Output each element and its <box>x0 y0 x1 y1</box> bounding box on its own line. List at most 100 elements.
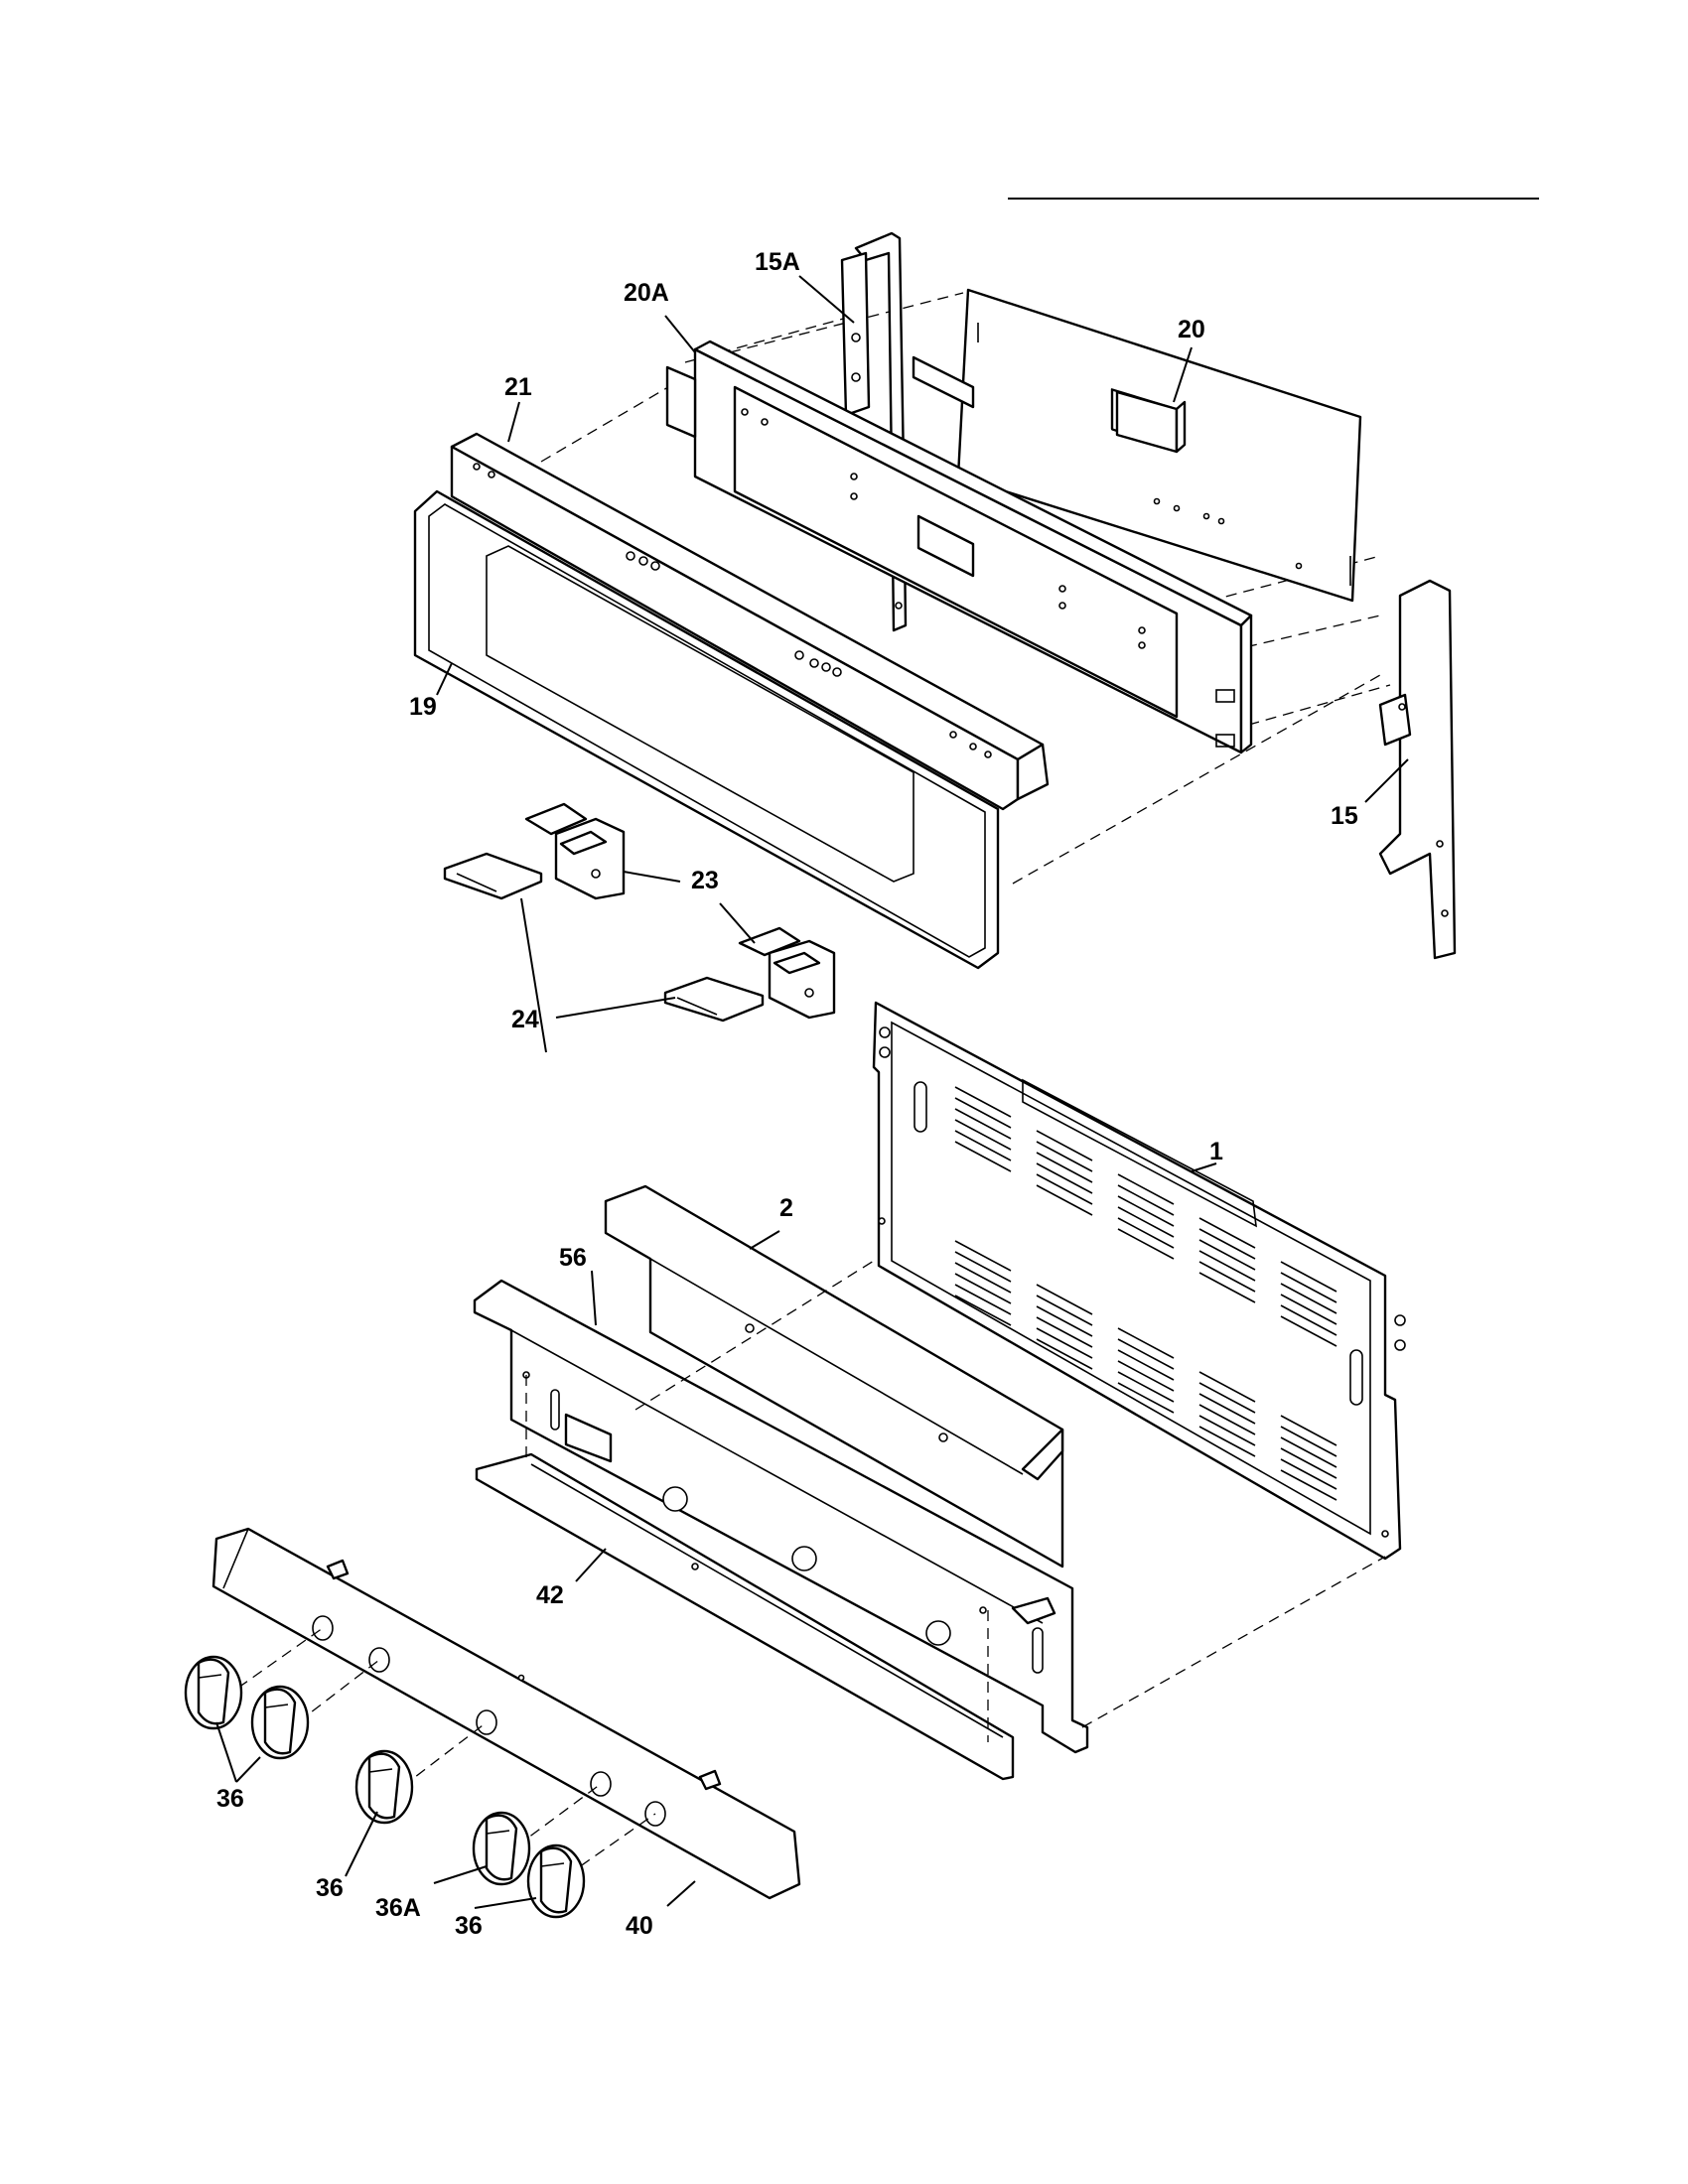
part-23-bracket-lower <box>738 926 836 1020</box>
label-36-c: 36 <box>455 1912 483 1940</box>
vent-slot <box>1198 1426 1256 1457</box>
callout-labels: 15A 20A 20 21 19 15 23 24 1 2 56 42 36 3… <box>216 248 1358 1940</box>
part-15-side-bracket <box>1378 579 1457 960</box>
vent-slot <box>1280 1283 1337 1314</box>
part-2-back-shield <box>604 1184 1064 1569</box>
vent-slot <box>1280 1426 1337 1457</box>
label-19: 19 <box>409 693 437 721</box>
knob-5 <box>526 1843 586 1919</box>
vent-slot <box>954 1284 1012 1315</box>
vent-slot <box>1198 1404 1256 1435</box>
vent-slot <box>954 1086 1012 1118</box>
vent-slot <box>1036 1162 1093 1194</box>
vent-slot <box>1036 1173 1093 1205</box>
vent-slot <box>1198 1415 1256 1446</box>
vent-slot <box>954 1262 1012 1294</box>
vent-slot <box>1117 1327 1175 1359</box>
vent-slot <box>1280 1469 1337 1501</box>
label-20a: 20A <box>624 279 669 307</box>
vent-slot <box>1117 1349 1175 1381</box>
vent-slot <box>1117 1206 1175 1238</box>
label-21: 21 <box>504 373 532 401</box>
vent-slot <box>1198 1382 1256 1414</box>
vent-slot <box>1117 1195 1175 1227</box>
vent-slot <box>1036 1152 1093 1183</box>
vent-slot <box>1280 1304 1337 1336</box>
vent-slot <box>1117 1184 1175 1216</box>
vent-slot <box>954 1108 1012 1140</box>
vent-slot <box>954 1295 1012 1326</box>
part-1-rear-vent-panel <box>872 1001 1406 1561</box>
knob-2 <box>250 1685 310 1760</box>
knob-4 <box>472 1811 531 1886</box>
vent-slot <box>1280 1261 1337 1293</box>
vent-slot <box>1036 1327 1093 1359</box>
vent-slot <box>1280 1294 1337 1325</box>
vent-slot <box>1280 1436 1337 1468</box>
vent-slot <box>1117 1360 1175 1392</box>
vent-slot <box>1117 1173 1175 1205</box>
label-36a: 36A <box>375 1894 421 1922</box>
label-56: 56 <box>559 1244 587 1272</box>
vent-slot <box>1198 1239 1256 1271</box>
vent-slot <box>1198 1272 1256 1303</box>
part-24-bracket-lower <box>663 976 765 1023</box>
part-56-control-panel <box>473 1279 1089 1754</box>
part-20-control-board <box>956 288 1362 603</box>
vent-slot <box>1036 1295 1093 1326</box>
part-19-front-panel <box>413 489 1000 970</box>
part-20a-panel-plate <box>665 340 1253 754</box>
vent-slot <box>1036 1141 1093 1172</box>
label-36-b: 36 <box>316 1874 344 1902</box>
part-42-trim-strip <box>475 1452 1015 1781</box>
vent-slot <box>1280 1272 1337 1303</box>
vent-slot <box>954 1141 1012 1172</box>
part-24-bracket-upper <box>443 852 543 900</box>
vent-slot <box>954 1119 1012 1151</box>
vent-slot <box>1117 1228 1175 1260</box>
vent-slot <box>1280 1458 1337 1490</box>
vent-slot <box>1198 1393 1256 1425</box>
vent-slot <box>1280 1447 1337 1479</box>
vent-slot <box>1198 1261 1256 1293</box>
vent-slot <box>1036 1184 1093 1216</box>
label-23: 23 <box>691 867 719 894</box>
vent-slot <box>1036 1316 1093 1348</box>
knob-3 <box>354 1749 414 1825</box>
vent-slot <box>1198 1371 1256 1403</box>
vent-slot <box>1198 1250 1256 1282</box>
vent-slots-top <box>954 1086 1337 1347</box>
vent-slot <box>1117 1382 1175 1414</box>
vent-slot <box>954 1240 1012 1272</box>
label-36-a: 36 <box>216 1785 244 1813</box>
label-2: 2 <box>779 1194 793 1222</box>
leader-lines <box>215 275 1409 1909</box>
part-40-control-trim <box>211 1527 801 1900</box>
vent-slot <box>1198 1228 1256 1260</box>
vent-slot <box>1036 1130 1093 1161</box>
vent-slot <box>1280 1315 1337 1347</box>
vent-slot <box>1280 1415 1337 1446</box>
vent-slot <box>1117 1371 1175 1403</box>
label-40: 40 <box>626 1912 653 1940</box>
part-21-top-trim <box>450 432 1050 811</box>
vent-slot <box>1036 1338 1093 1370</box>
vent-slot <box>1117 1217 1175 1249</box>
knob-1 <box>184 1655 243 1730</box>
part-23-bracket-upper <box>524 802 626 900</box>
vent-slot <box>954 1251 1012 1283</box>
label-15: 15 <box>1331 802 1358 830</box>
vent-slot <box>1036 1284 1093 1315</box>
vent-slots-bottom <box>954 1240 1337 1501</box>
label-20: 20 <box>1178 316 1205 343</box>
label-1: 1 <box>1209 1138 1223 1165</box>
vent-slot <box>1117 1338 1175 1370</box>
label-15a: 15A <box>755 248 800 276</box>
vent-slot <box>1198 1217 1256 1249</box>
vent-slot <box>954 1130 1012 1161</box>
label-24: 24 <box>511 1006 539 1033</box>
vent-slot <box>954 1097 1012 1129</box>
vent-slot <box>954 1273 1012 1304</box>
vent-slot <box>1036 1305 1093 1337</box>
